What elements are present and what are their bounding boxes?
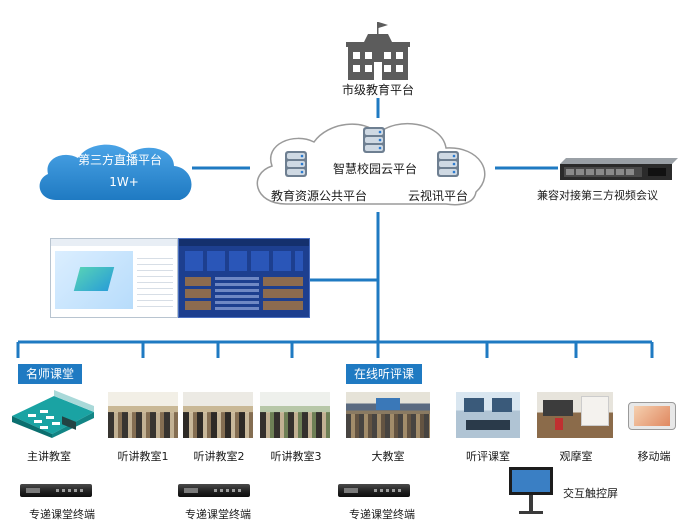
database-server-icon [285, 151, 307, 177]
classroom-terminal-device [338, 484, 410, 497]
online-evaluation-badge: 在线听评课 [346, 364, 423, 384]
main-classroom-illustration [12, 390, 94, 438]
classroom-terminal-device [178, 484, 250, 497]
mobile-device-photo [628, 402, 676, 430]
school-building-icon [346, 22, 410, 80]
room-label: 听讲教室1 [117, 450, 169, 463]
listening-classroom-1-photo [108, 392, 178, 438]
terminal-label: 专递课堂终端 [29, 508, 95, 521]
listening-classroom-2-photo [183, 392, 253, 438]
room-label: 观摩室 [559, 450, 593, 463]
famous-teacher-badge: 名师课堂 [18, 364, 83, 384]
room-label: 听讲教室2 [193, 450, 245, 463]
listening-classroom-3-photo [260, 392, 330, 438]
room-label: 移动端 [637, 450, 671, 463]
rack-server-icon [560, 158, 678, 180]
livestream-platform-title: 第三方直播平台 [77, 153, 163, 167]
classroom-terminal-device [20, 484, 92, 497]
terminal-label: 专递课堂终端 [349, 508, 415, 521]
resource-platform-label: 教育资源公共平台 [271, 189, 368, 203]
interactive-screen-label: 交互触控屏 [563, 487, 618, 500]
third-party-video-conf-label: 兼容对接第三方视频会议 [537, 189, 658, 202]
interactive-touch-screen-icon [509, 467, 553, 514]
livestream-platform-count: 1W+ [109, 175, 139, 189]
room-label: 大教室 [371, 450, 405, 463]
livestream-cloud-shape [39, 144, 192, 200]
evaluation-room-photo [456, 392, 520, 438]
platform-screenshot-web [50, 238, 178, 318]
smart-campus-label: 智慧校园云平台 [333, 162, 418, 176]
video-platform-label: 云视讯平台 [408, 189, 469, 203]
database-server-icon [363, 127, 385, 153]
database-server-icon [437, 151, 459, 177]
city-education-platform-label: 市级教育平台 [341, 83, 415, 97]
observation-room-photo [537, 392, 613, 438]
terminal-label: 专递课堂终端 [185, 508, 251, 521]
large-classroom-photo [346, 392, 430, 438]
room-label: 听讲教室3 [270, 450, 322, 463]
platform-screenshot-dashboard [178, 238, 310, 318]
room-label: 主讲教室 [27, 450, 71, 463]
room-label: 听评课室 [466, 450, 510, 463]
